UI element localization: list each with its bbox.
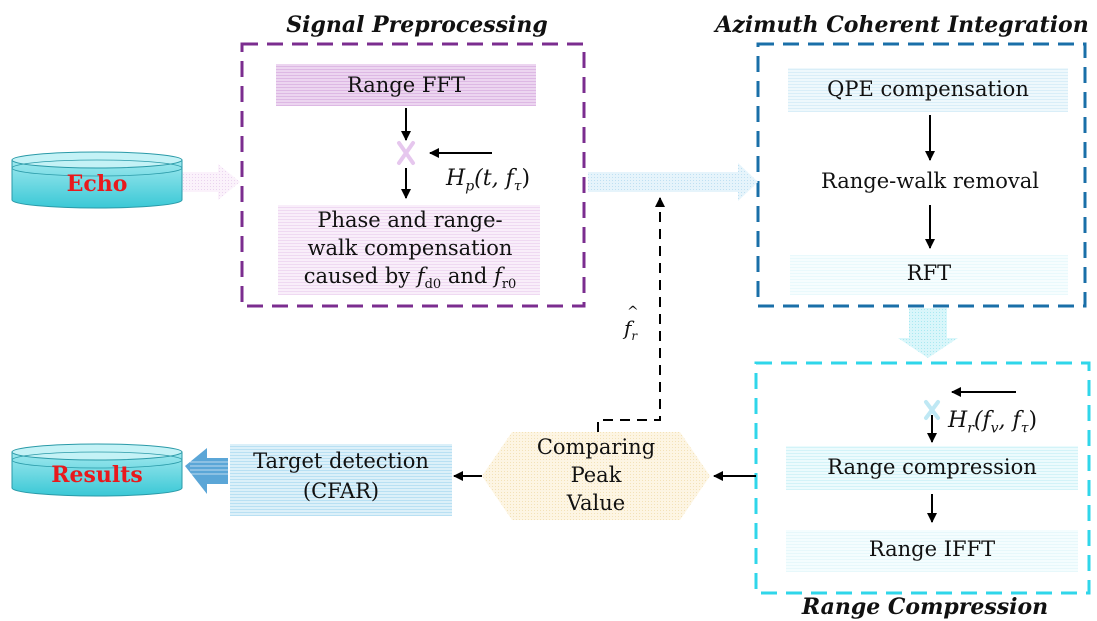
fd0-f: f <box>416 264 425 288</box>
echo-cylinder <box>11 151 183 209</box>
fd0-sub: d0 <box>424 277 442 293</box>
fr0-f: f <box>494 264 502 288</box>
comparing-line1: Comparing <box>536 435 656 459</box>
qpe-box <box>788 68 1068 112</box>
preprocessing-to-azimuth-arrow <box>588 163 758 201</box>
target-detection-box <box>230 444 452 516</box>
range-ifft-box <box>786 530 1078 572</box>
comparing-line3: Value <box>566 491 626 515</box>
phase-compensation-line1: Phase and range- <box>317 208 503 232</box>
target-detection-line2: (CFAR) <box>302 479 380 503</box>
echo-label: Echo <box>66 171 128 197</box>
target-to-results-arrow <box>185 448 228 494</box>
hr-close: ) <box>1028 408 1038 433</box>
range-compression-label: Range compression <box>827 455 1037 479</box>
hp-H: H <box>446 166 466 191</box>
fr-hat-label: f^r <box>624 304 639 343</box>
hr-formula: Hr(fv, fτ) <box>948 408 1037 436</box>
qpe-label: QPE compensation <box>827 77 1029 101</box>
rft-box <box>790 255 1068 295</box>
multiply-icon-range <box>924 400 940 420</box>
azimuth-to-range-arrow <box>898 308 958 358</box>
hp-args: (t, f <box>474 166 514 191</box>
phase-compensation-and: and <box>441 264 495 288</box>
hp-close: ) <box>521 166 531 191</box>
phase-compensation-line3: caused by fd0 and fr0 <box>262 263 558 298</box>
rft-label: RFT <box>906 261 952 285</box>
section-title-range-compression: Range Compression <box>801 594 1049 620</box>
range-compression-border <box>754 361 1091 595</box>
range-fft-box <box>276 64 536 106</box>
feedback-dashed-arrow <box>597 197 665 432</box>
results-label: Results <box>51 462 143 488</box>
target-detection-line1: Target detection <box>253 449 429 473</box>
hr-H: H <box>948 408 968 433</box>
multiply-icon-preprocessing <box>397 141 415 165</box>
hr-sub: r <box>967 420 974 437</box>
range-fft-label: Range FFT <box>346 73 466 97</box>
azimuth-integration-border <box>756 42 1087 308</box>
hr-args1: (f <box>973 408 991 433</box>
section-title-azimuth-integration: Azimuth Coherent Integration <box>715 12 1089 38</box>
echo-to-preprocessing-arrow <box>180 164 240 200</box>
phase-compensation-prefix: caused by <box>303 264 417 288</box>
range-walk-label: Range-walk removal <box>820 169 1040 193</box>
comparing-line2: Peak <box>570 463 622 487</box>
range-ifft-label: Range IFFT <box>868 537 996 561</box>
fr0-sub: r0 <box>501 277 517 293</box>
phase-compensation-box <box>278 205 540 295</box>
hr-tau: τ <box>1020 420 1029 437</box>
comparing-peak-hexagon <box>482 432 710 520</box>
hr-v: v <box>990 420 999 437</box>
phase-compensation-line2: walk compensation <box>307 236 513 260</box>
hp-tau: τ <box>513 178 522 195</box>
hp-formula: Hp(t, fτ) <box>446 166 530 194</box>
signal-preprocessing-border <box>240 42 586 308</box>
hr-args2: , f <box>998 408 1021 433</box>
section-title-signal-preprocessing: Signal Preprocessing <box>286 12 548 38</box>
results-cylinder <box>11 443 183 497</box>
fr-hat-sub: r <box>631 329 638 343</box>
results-arrow-hatch <box>190 461 228 475</box>
range-compression-box <box>786 446 1078 490</box>
fr-hat-f: f <box>624 316 632 340</box>
hp-sub: p <box>465 178 475 195</box>
